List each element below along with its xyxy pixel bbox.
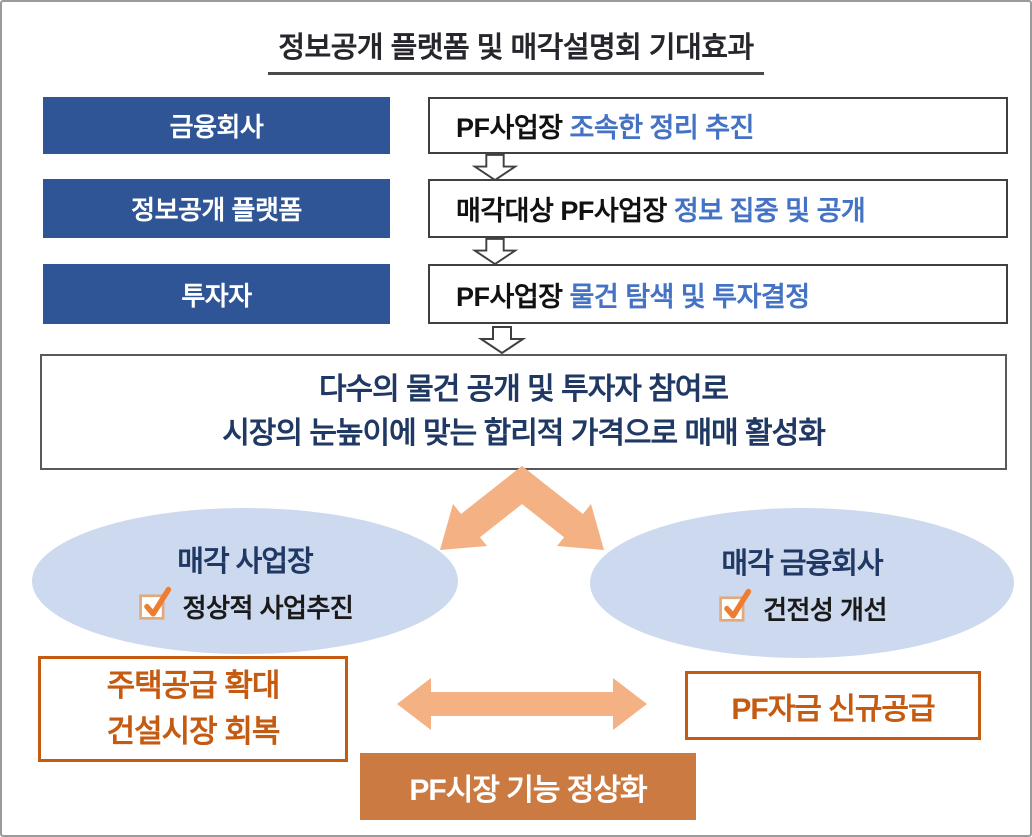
actor-label: 투자자 — [181, 280, 252, 311]
action-box-row1: PF사업장 조속한 정리 추진 — [428, 97, 1008, 154]
summary-line2: 시장의 눈높이에 맞는 합리적 가격으로 매매 활성화 — [222, 417, 826, 450]
action-text-highlight: 조속한 정리 추진 — [569, 113, 755, 143]
split-arrow-icon — [440, 465, 604, 550]
bubble-sold-project: 매각 사업장 정상적 사업추진 — [32, 508, 458, 654]
bubble-item-row: 건전성 개선 — [717, 588, 887, 627]
outcome-left-line2: 건설시장 회복 — [106, 714, 281, 749]
action-text-plain: PF사업장 — [456, 113, 570, 143]
action-text-plain: PF사업장 — [456, 281, 570, 312]
page-title: 정보공개 플랫폼 및 매각설명회 기대효과 — [268, 24, 764, 75]
actor-label: 정보공개 플랫폼 — [131, 195, 302, 225]
action-text-highlight: 정보 집중 및 공개 — [673, 196, 866, 226]
summary-line1: 다수의 물건 공개 및 투자자 참여로 — [318, 373, 729, 406]
bubble-title: 매각 사업장 — [177, 545, 313, 578]
bubble-item-row: 정상적 사업추진 — [137, 586, 354, 625]
bubble-item-label: 정상적 사업추진 — [182, 592, 354, 623]
action-box-row3: PF사업장 물건 탐색 및 투자결정 — [428, 264, 1008, 324]
action-text-plain: 매각대상 PF사업장 — [456, 196, 674, 226]
outcome-box-pf-market-normalization: PF시장 기능 정상화 — [360, 753, 696, 820]
actor-label: 금융회사 — [169, 112, 264, 142]
outcome-left-line1: 주택공급 확대 — [106, 668, 281, 703]
actor-box-financial-company: 금융회사 — [43, 97, 390, 154]
actor-box-disclosure-platform: 정보공개 플랫폼 — [43, 179, 390, 238]
outcome-right-label: PF자금 신규공급 — [731, 692, 935, 726]
bubble-item-label: 건전성 개선 — [763, 594, 887, 625]
outcome-bottom-label: PF시장 기능 정상화 — [409, 773, 647, 807]
down-arrow-icon — [472, 154, 518, 181]
down-arrow-icon — [472, 238, 518, 265]
title-row: 정보공개 플랫폼 및 매각설명회 기대효과 — [2, 24, 1030, 75]
checkbox-check-icon — [138, 586, 171, 620]
action-text-highlight: 물건 탐색 및 투자결정 — [569, 281, 811, 312]
down-arrow-icon — [477, 326, 527, 354]
double-arrow-icon — [397, 678, 647, 730]
outcome-box-housing-supply: 주택공급 확대 건설시장 회복 — [38, 656, 348, 762]
action-box-row2: 매각대상 PF사업장 정보 집중 및 공개 — [428, 179, 1008, 238]
bubble-title: 매각 금융회사 — [721, 547, 883, 580]
actor-box-investor: 투자자 — [43, 264, 390, 324]
checkbox-check-icon — [719, 588, 752, 622]
outcome-box-pf-funding: PF자금 신규공급 — [685, 671, 981, 740]
bubble-selling-financial-company: 매각 금융회사 건전성 개선 — [590, 508, 1014, 658]
summary-box: 다수의 물건 공개 및 투자자 참여로 시장의 눈높이에 맞는 합리적 가격으로… — [40, 354, 1007, 470]
